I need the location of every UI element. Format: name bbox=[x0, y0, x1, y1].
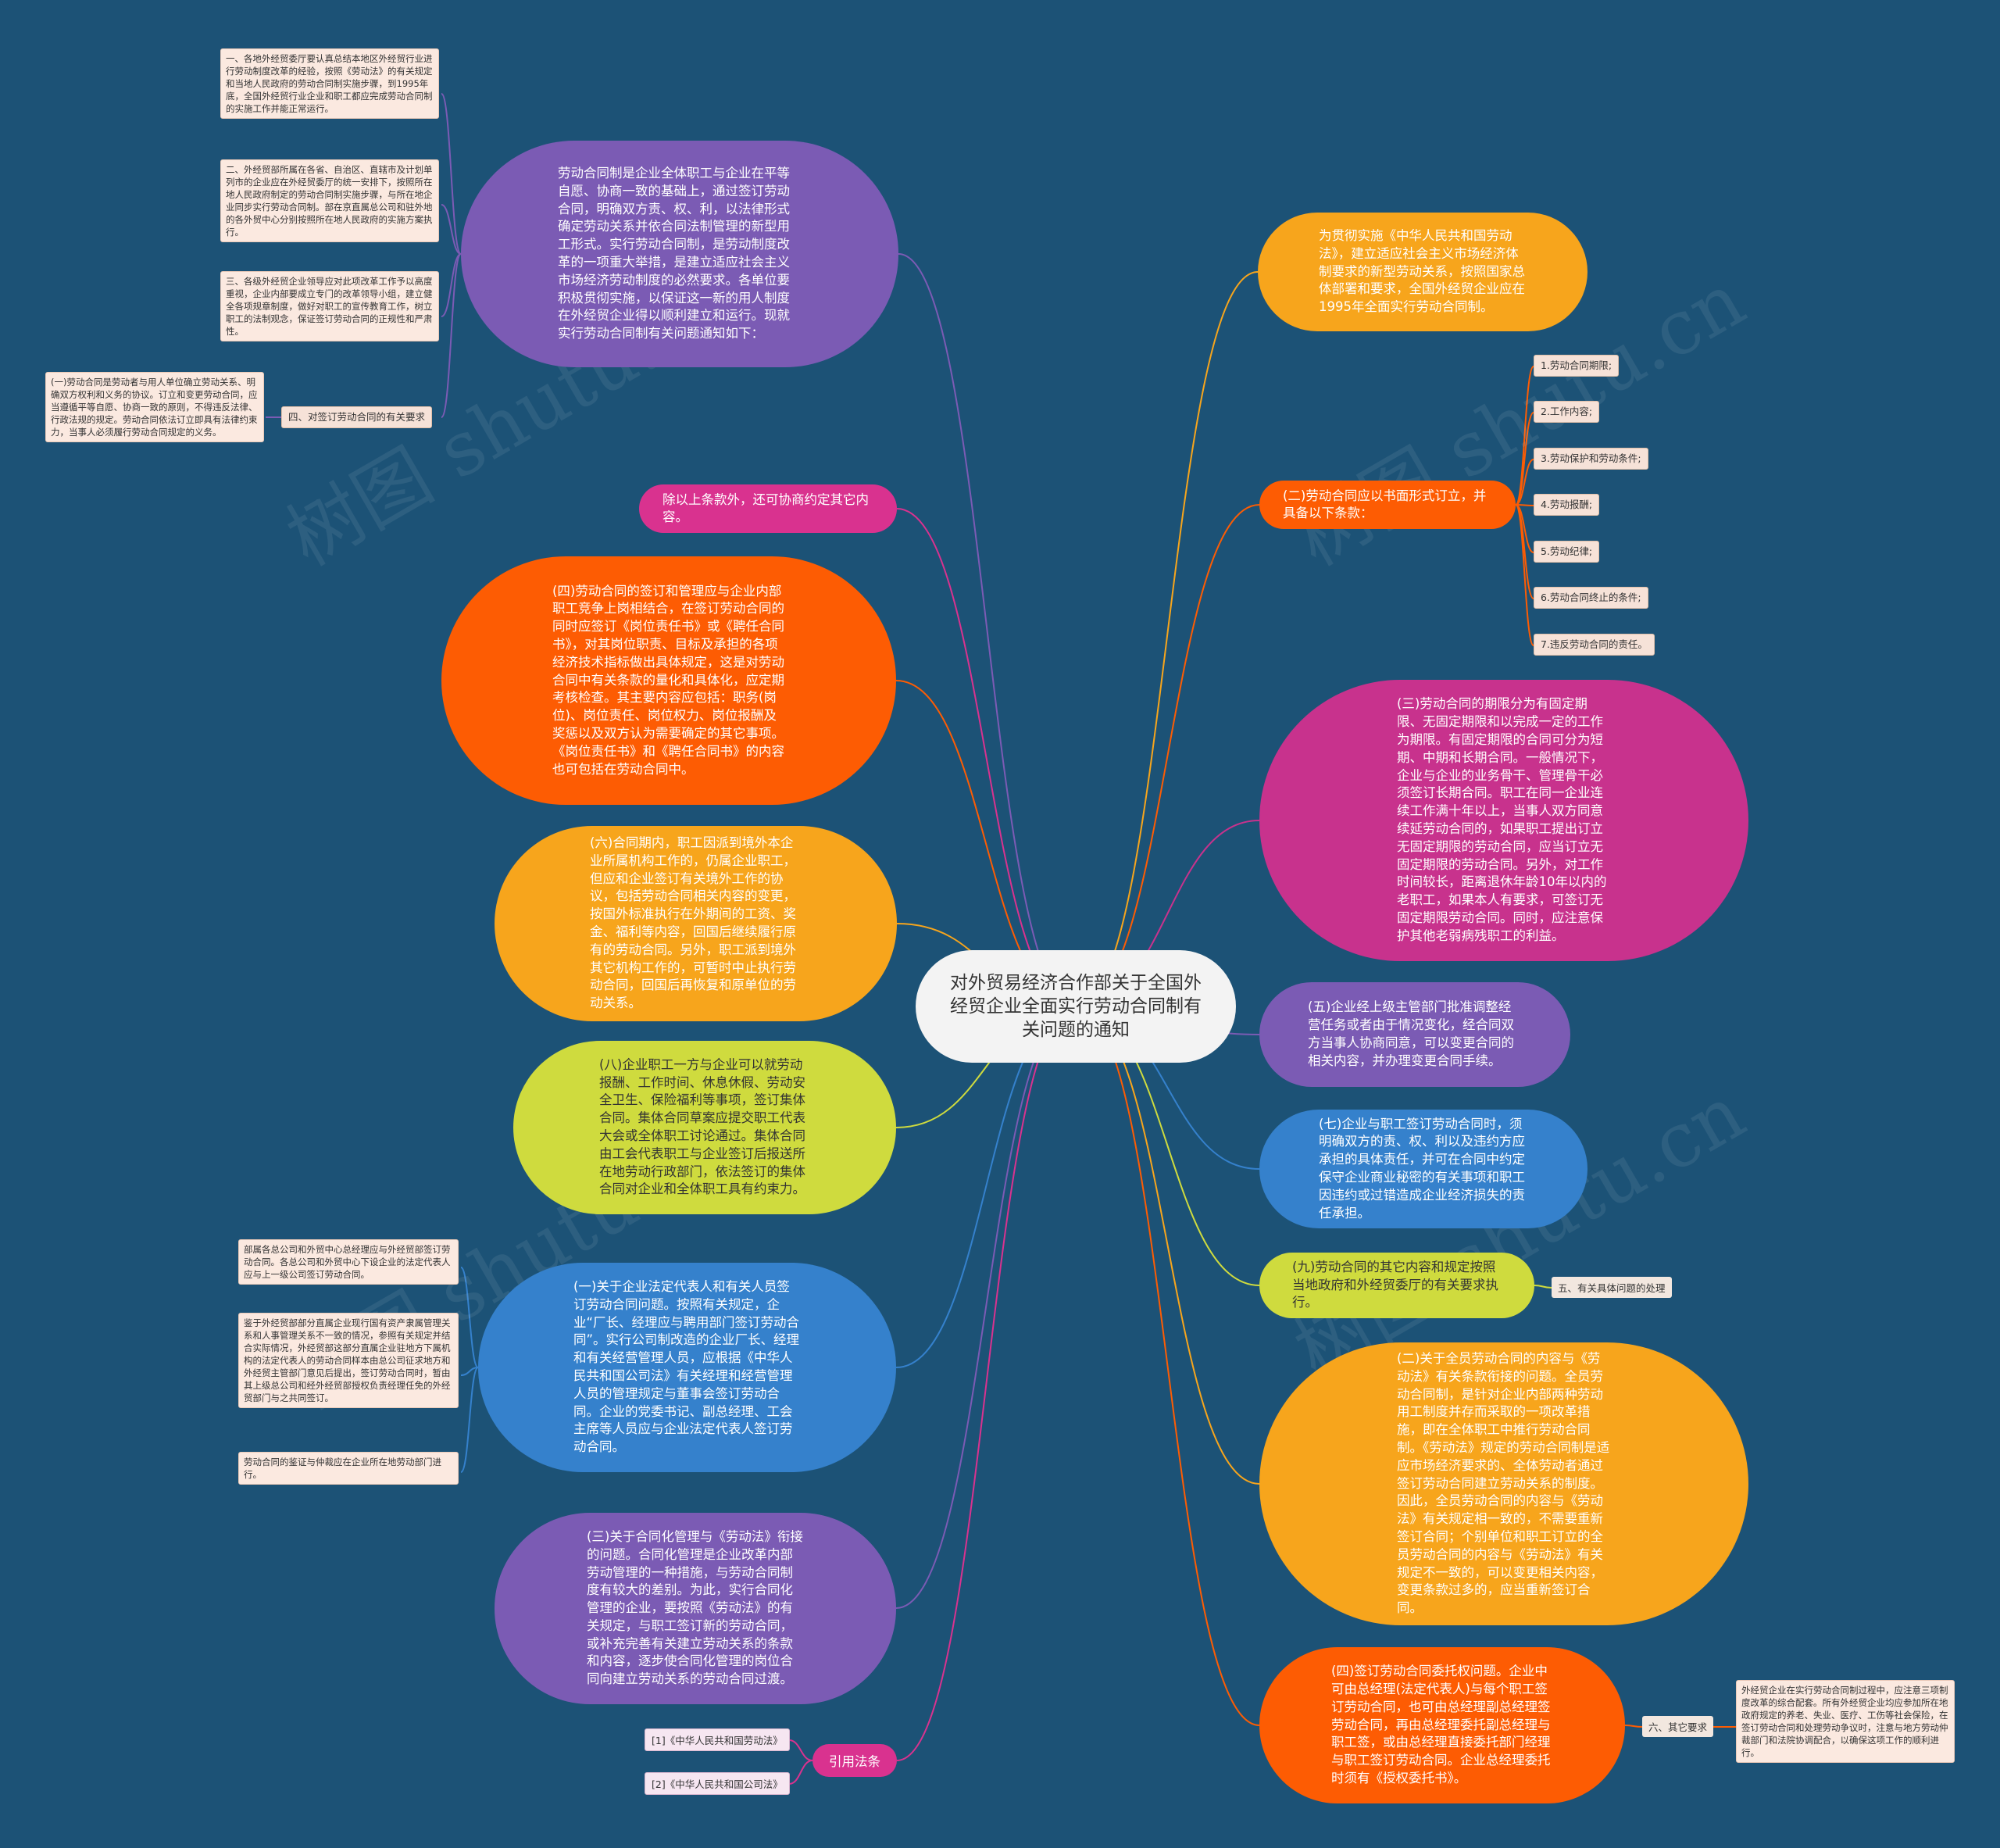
node-intro-right[interactable]: 为贯彻实施《中华人民共和国劳动法》，建立适应社会主义市场经济体制要求的新型劳动关… bbox=[1258, 213, 1588, 331]
note-section-4: (一)劳动合同是劳动者与用人单位确立劳动关系、明确双方权利和义务的协议。订立和变… bbox=[45, 372, 264, 442]
link-center-special-2 bbox=[1075, 1006, 1260, 1485]
note-special-1-b: 鉴于外经贸部部分直属企业现行国有资产隶属管理关系和人事管理关系不一致的情况，参照… bbox=[238, 1313, 459, 1408]
link-center-extra-terms bbox=[896, 508, 1077, 1007]
link-center-special-4 bbox=[1075, 1006, 1260, 1726]
link-center-intro-right bbox=[1075, 271, 1259, 1007]
node-item-5[interactable]: (五)企业经上级主管部门批准调整经营任务或者由于情况变化，经合同双方当事人协商同… bbox=[1259, 982, 1570, 1087]
term-2: 2.工作内容; bbox=[1534, 401, 1600, 423]
link-center-references bbox=[896, 1006, 1077, 1761]
note-intro-3: 三、各级外经贸企业领导应对此项改革工作予以高度重视，企业内部要成立专门的改革领导… bbox=[220, 271, 439, 341]
node-special-4[interactable]: (四)签订劳动合同委托权问题。企业中可由总经理(法定代表人)与每个职工签订劳动合… bbox=[1259, 1647, 1625, 1803]
link-special1-note-0 bbox=[460, 1267, 479, 1368]
node-item-9[interactable]: (九)劳动合同的其它内容和规定按照当地政府和外经贸委厅的有关要求执行。 bbox=[1259, 1253, 1534, 1318]
link-intro-note-3 bbox=[441, 253, 462, 418]
note-section-6: 外经贸企业在实行劳动合同制过程中，应注意三项制度改革的综合配套。所有外经贸企业均… bbox=[1736, 1680, 1955, 1763]
link-ref-1 bbox=[788, 1739, 813, 1761]
term-3: 3.劳动保护和劳动条件; bbox=[1534, 448, 1648, 470]
central-topic[interactable]: 对外贸易经济合作部关于全国外经贸企业全面实行劳动合同制有关问题的通知 bbox=[916, 950, 1236, 1063]
node-item-3[interactable]: (三)劳动合同的期限分为有固定期限、无固定期限和以完成一定的工作为期限。有固定期… bbox=[1259, 680, 1748, 961]
term-6: 6.劳动合同终止的条件; bbox=[1534, 587, 1648, 609]
link-intro-note-0 bbox=[441, 93, 462, 255]
link-center-intro bbox=[898, 253, 1077, 1007]
section-6-label[interactable]: 六、其它要求 bbox=[1642, 1716, 1714, 1737]
link-intro-note-2 bbox=[441, 253, 462, 317]
link-term-2 bbox=[1515, 459, 1534, 506]
node-special-3[interactable]: (三)关于合同化管理与《劳动法》衔接的问题。合同化管理是企业改革内部劳动管理的一… bbox=[495, 1513, 896, 1704]
link-ref-2 bbox=[788, 1760, 813, 1785]
reference-company-law[interactable]: [2]《中华人民共和国公司法》 bbox=[645, 1772, 790, 1795]
node-special-1[interactable]: (一)关于企业法定代表人和有关人员签订劳动合同问题。按照有关规定，企业“厂长、经… bbox=[478, 1263, 896, 1472]
term-7: 7.违反劳动合同的责任。 bbox=[1534, 634, 1655, 656]
note-special-1-c: 劳动合同的鉴证与仲裁应在企业所在地劳动部门进行。 bbox=[238, 1452, 459, 1485]
node-references[interactable]: 引用法条 bbox=[812, 1744, 897, 1777]
node-item-2[interactable]: (二)劳动合同应以书面形式订立，并具备以下条款： bbox=[1259, 481, 1516, 529]
section-4-label[interactable]: 四、对签订劳动合同的有关要求 bbox=[281, 406, 433, 428]
term-4: 4.劳动报酬; bbox=[1534, 494, 1600, 516]
note-intro-2: 二、外经贸部所属在各省、自治区、直辖市及计划单列市的企业应在外经贸委厅的统一安排… bbox=[220, 159, 439, 242]
node-special-2[interactable]: (二)关于全员劳动合同的内容与《劳动法》有关条款衔接的问题。全员劳动合同制，是针… bbox=[1259, 1342, 1748, 1625]
note-special-1-a: 部属各总公司和外贸中心总经理应与外经贸部签订劳动合同。各总公司和外贸中心下设企业… bbox=[238, 1239, 459, 1285]
link-special1-note-1 bbox=[460, 1367, 479, 1376]
node-intro-purple[interactable]: 劳动合同制是企业全体职工与企业在平等自愿、协商一致的基础上，通过签订劳动合同，明… bbox=[461, 141, 898, 367]
node-item-6[interactable]: (六)合同期内，职工因派到境外本企业所属机构工作的，仍属企业职工，但应和企业签订… bbox=[495, 826, 897, 1021]
note-intro-1: 一、各地外经贸委厅要认真总结本地区外经贸行业进行劳动制度改革的经验，按照《劳动法… bbox=[220, 48, 439, 119]
node-item-4[interactable]: (四)劳动合同的签订和管理应与企业内部职工竞争上岗相结合，在签订劳动合同的同时应… bbox=[441, 556, 896, 805]
link-term-1 bbox=[1515, 412, 1534, 506]
link-section5 bbox=[1534, 1285, 1552, 1289]
term-5: 5.劳动纪律; bbox=[1534, 541, 1600, 563]
node-item-7[interactable]: (七)企业与职工签订劳动合同时，须明确双方的责、权、利以及违约方应承担的具体责任… bbox=[1259, 1110, 1588, 1228]
link-center-item-2 bbox=[1075, 504, 1260, 1007]
link-section6 bbox=[1624, 1725, 1643, 1728]
reference-labor-law[interactable]: [1]《中华人民共和国劳动法》 bbox=[645, 1728, 790, 1751]
section-5-label[interactable]: 五、有关具体问题的处理 bbox=[1552, 1277, 1672, 1298]
link-special1-note-2 bbox=[460, 1367, 479, 1473]
node-item-8[interactable]: (八)企业职工一方与企业可以就劳动报酬、工作时间、休息休假、劳动安全卫生、保险福… bbox=[513, 1041, 896, 1214]
link-term-6 bbox=[1515, 504, 1534, 646]
link-center-special-3 bbox=[895, 1006, 1077, 1609]
link-intro-note-1 bbox=[441, 204, 462, 255]
node-extra-terms[interactable]: 除以上条款外，还可协商约定其它内容。 bbox=[639, 484, 897, 533]
term-1: 1.劳动合同期限; bbox=[1534, 355, 1620, 377]
